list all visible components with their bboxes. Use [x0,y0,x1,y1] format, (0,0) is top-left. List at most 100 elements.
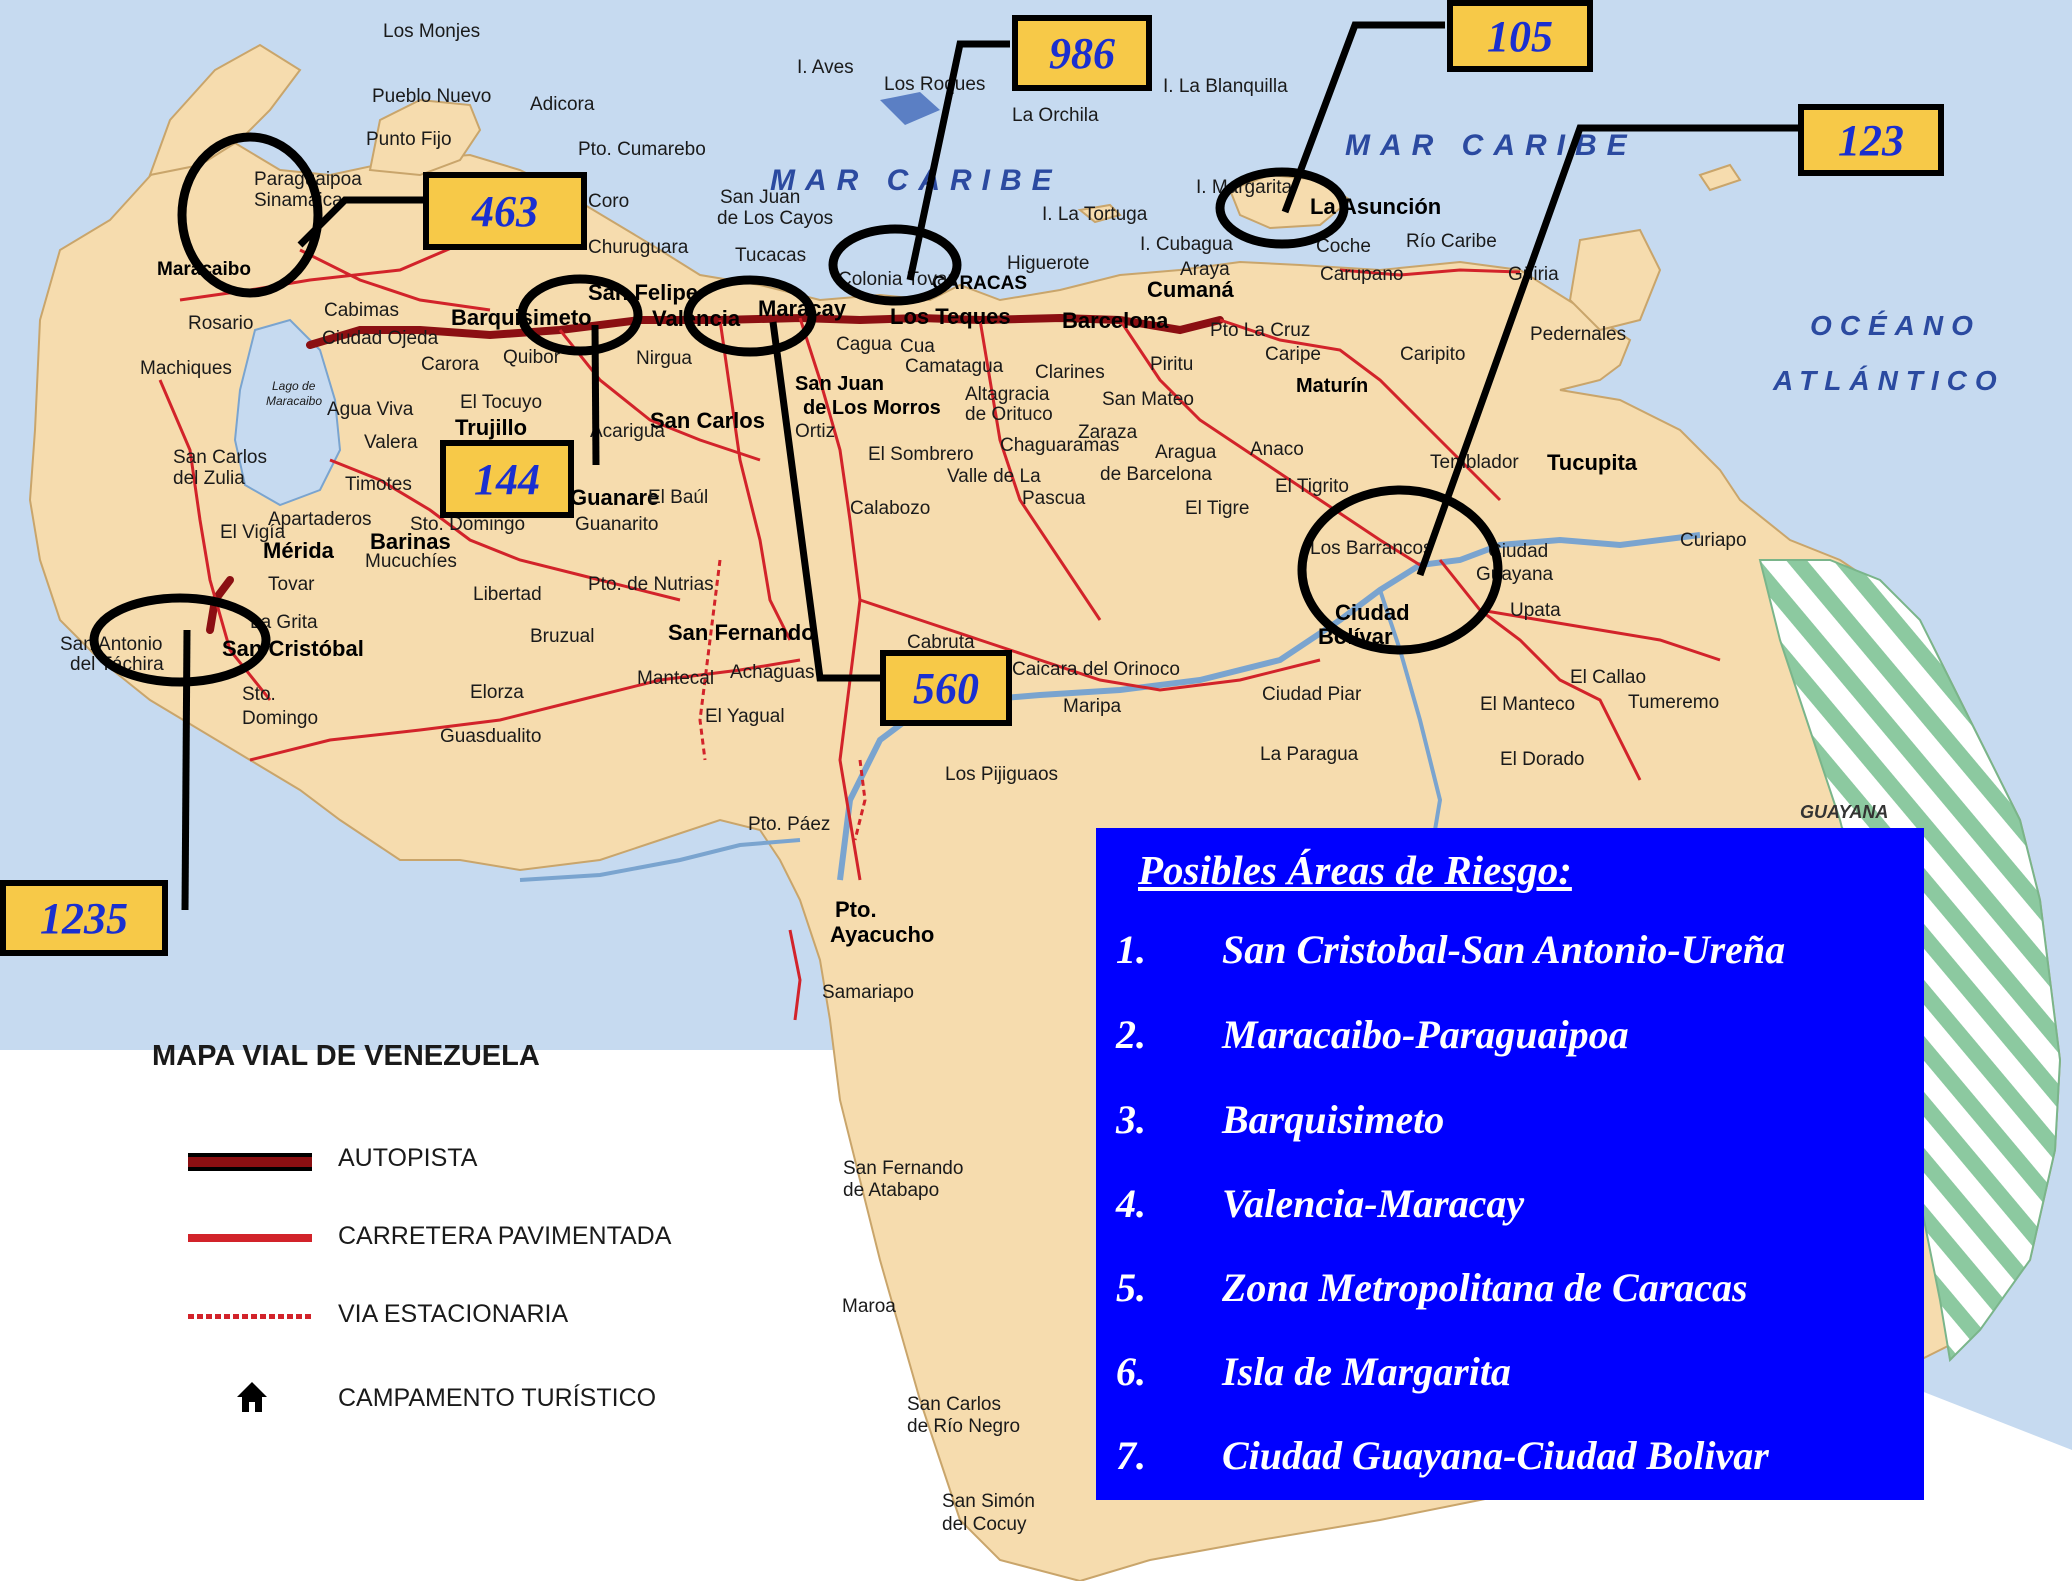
risk-item-text: Valencia-Maracay [1222,1181,1525,1226]
lake-label-line2: Maracaibo [266,394,322,408]
place-label: El Tocuyo [460,392,542,413]
risk-item: 4. Valencia-Maracay [1116,1180,1916,1240]
callout-lines [181,21,1805,911]
place-label: Guayana [1476,564,1554,585]
caroni-river [1378,589,1443,861]
guajira-peninsula [148,43,302,177]
leader-560 [769,321,882,682]
place-label: Valle de La [947,466,1041,487]
risk-item-text: Maracaibo-Paraguaipoa [1222,1012,1629,1057]
place-label: Pto. de Nutrias [588,574,714,595]
place-label: de Atabapo [843,1180,939,1201]
place-label: San Juan [720,187,800,208]
legend-label: AUTOPISTA [338,1144,478,1172]
callout-463: 463 [423,172,587,250]
place-label: San Carlos [650,408,765,433]
risk-item: 7. Ciudad Guayana-Ciudad Bolivar [1116,1432,1916,1492]
place-label: Los Monjes [383,21,480,42]
risk-item-text: Ciudad Guayana-Ciudad Bolivar [1222,1433,1769,1478]
callout-986: 986 [1012,15,1152,91]
place-label: Pto La Cruz [1210,320,1310,341]
place-label: Guanarito [575,514,658,535]
trinidad-island [1568,228,1662,332]
place-label: Sinamaica [254,190,343,211]
place-label: La Orchila [1012,105,1099,126]
place-label: Cabimas [324,300,399,321]
place-label: Ciudad Ojeda [322,328,439,349]
place-label: Trujillo [455,415,527,440]
risk-item-text: San Cristobal-San Antonio-Ureña [1222,927,1786,972]
risk-item-number: 7. [1116,1433,1146,1478]
place-label: Ciudad [1335,600,1410,625]
place-label: Timotes [345,474,412,495]
stationary-road [698,559,722,761]
legend-label: VIA ESTACIONARIA [338,1300,569,1328]
place-label: Pto. [835,897,877,922]
leader-1235 [181,629,191,911]
legend-item-carretera: CARRETERA PAVIMENTADA [140,1218,760,1258]
lake-maracaibo [233,318,342,507]
place-label: Barinas [370,529,451,554]
place-label: Araya [1180,259,1230,280]
place-label: Tumeremo [1628,692,1719,713]
place-label: Nirgua [636,348,692,369]
legend-title: MAPA VIAL DE VENEZUELA [152,1040,540,1072]
place-label: Temblador [1430,452,1519,473]
place-label: Libertad [473,584,542,605]
risk-item-number: 2. [1116,1012,1146,1057]
leader-986 [906,40,1010,281]
place-label: Tucacas [735,245,806,266]
risk-circle-maracaibo [177,132,323,298]
place-label: Camatagua [905,356,1004,377]
leader-144 [591,324,600,466]
callout-144: 144 [440,440,574,518]
risk-item-number: 1. [1116,927,1146,972]
via-estacionaria-symbol [188,1314,312,1319]
place-label: Río Caribe [1406,231,1497,252]
place-label: Pto. Páez [748,814,830,835]
place-label: Altagracia [965,384,1050,405]
place-label: Aragua [1155,442,1217,463]
callout-value: 986 [1049,28,1115,78]
place-label: Guanare [570,485,659,510]
place-label: Upata [1510,600,1561,621]
risk-item-text: Barquisimeto [1222,1097,1445,1142]
place-label: San Simón [942,1491,1035,1512]
stationary-road-2 [853,759,867,841]
place-label: El Yagual [705,706,785,727]
place-label: Coro [588,191,629,212]
place-label: El Tigrito [1275,476,1349,497]
callout-560: 560 [880,650,1012,726]
risk-item-number: 4. [1116,1181,1146,1226]
callout-105: 105 [1447,0,1593,72]
place-label: Machiques [140,358,232,379]
place-label: Tucupita [1547,450,1638,475]
place-label: Ortiz [795,421,835,442]
map-legend: MAPA VIAL DE VENEZUELA AUTOPISTA CARRETE… [140,1040,760,1440]
place-label: Samariapo [822,982,914,1003]
place-label: Los Roques [884,74,985,95]
place-label: Los Pijiguaos [945,764,1058,785]
autopista-symbol [188,1153,312,1171]
place-label: de Los Cayos [717,208,833,229]
tobago-island [1698,163,1742,192]
risk-item-number: 5. [1116,1265,1146,1310]
place-label: de Los Morros [803,397,941,419]
risk-item-number: 6. [1116,1349,1146,1394]
place-label: Ciudad [1488,541,1548,562]
west-blank-area [0,500,860,1581]
callout-value: 144 [474,454,540,504]
callout-value: 463 [472,186,538,236]
place-label: Valera [364,432,418,453]
sea-label-mar-caribe-east: MAR CARIBE [1345,129,1637,162]
place-label: La Paragua [1260,744,1359,765]
place-label: Maripa [1063,696,1122,717]
risk-item: 5. Zona Metropolitana de Caracas [1116,1264,1916,1324]
place-label: Acarigua [590,421,665,442]
place-label: Punto Fijo [366,129,452,150]
risk-item: 6. Isla de Margarita [1116,1348,1916,1408]
place-label: Churuguara [588,237,689,258]
place-label: Cua [900,336,935,357]
place-label: Maturín [1296,375,1368,397]
risk-areas-panel: Posibles Áreas de Riesgo: 1. San Cristob… [1096,828,1924,1500]
